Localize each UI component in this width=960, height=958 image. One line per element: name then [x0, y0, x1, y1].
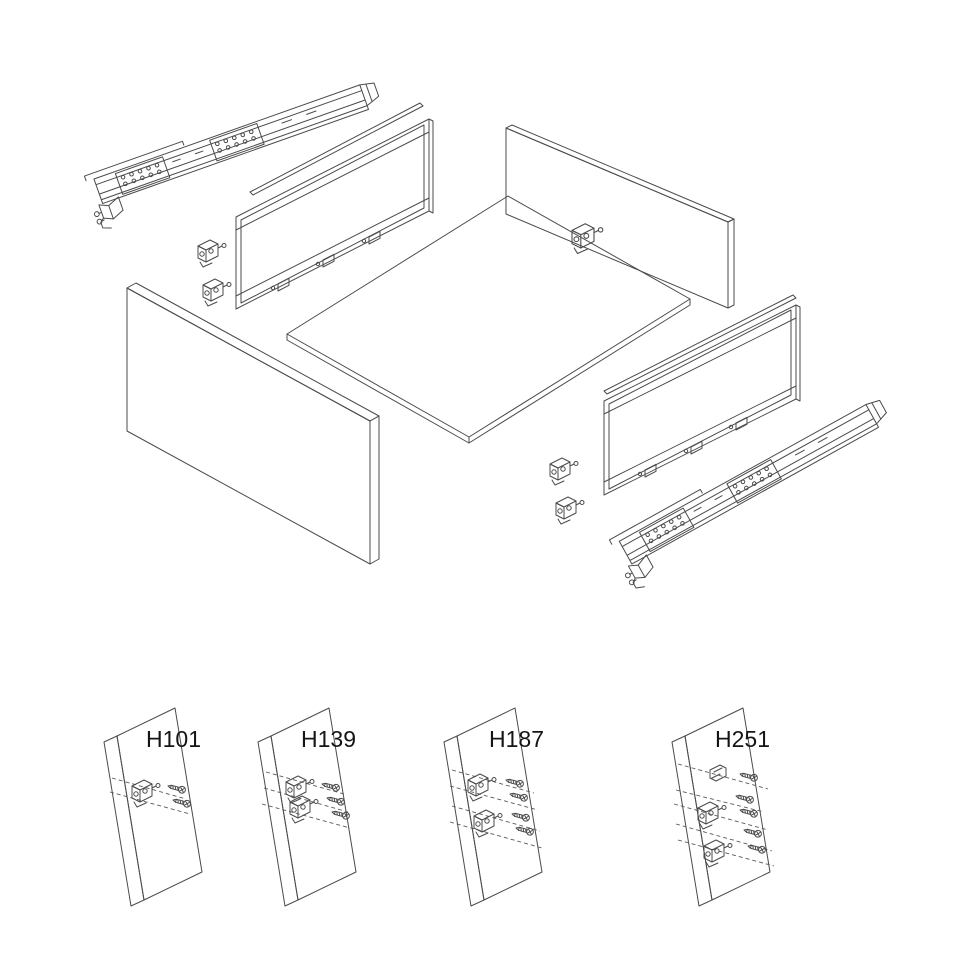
drawer-front-panel	[126, 282, 380, 565]
rear-corner-bracket	[571, 223, 604, 255]
drawer-bottom-panel	[286, 195, 691, 444]
drawer-back-panel	[505, 124, 735, 309]
variant-label-h187: H187	[489, 726, 544, 752]
variant-label-h251: H251	[715, 726, 770, 752]
detail-view-h101: H101	[103, 707, 203, 907]
detail-view-h187: H187	[443, 707, 544, 907]
front-fixing-bracket-left-upper	[197, 239, 227, 268]
front-fixing-bracket-right-lower	[555, 496, 585, 525]
detail-view-h139: H139	[257, 707, 357, 907]
front-fixing-bracket-right-upper	[549, 457, 579, 486]
detail-view-h251: H251	[671, 707, 775, 907]
drawer-side-panel-left	[235, 102, 434, 310]
drawer-slide-left	[80, 74, 391, 233]
front-fixing-bracket-left-lower	[202, 278, 232, 307]
variant-label-h101: H101	[146, 726, 201, 752]
drawer-side-panel-right	[603, 294, 801, 496]
variant-label-h139: H139	[301, 726, 356, 752]
drawer-slide-right	[605, 392, 904, 593]
